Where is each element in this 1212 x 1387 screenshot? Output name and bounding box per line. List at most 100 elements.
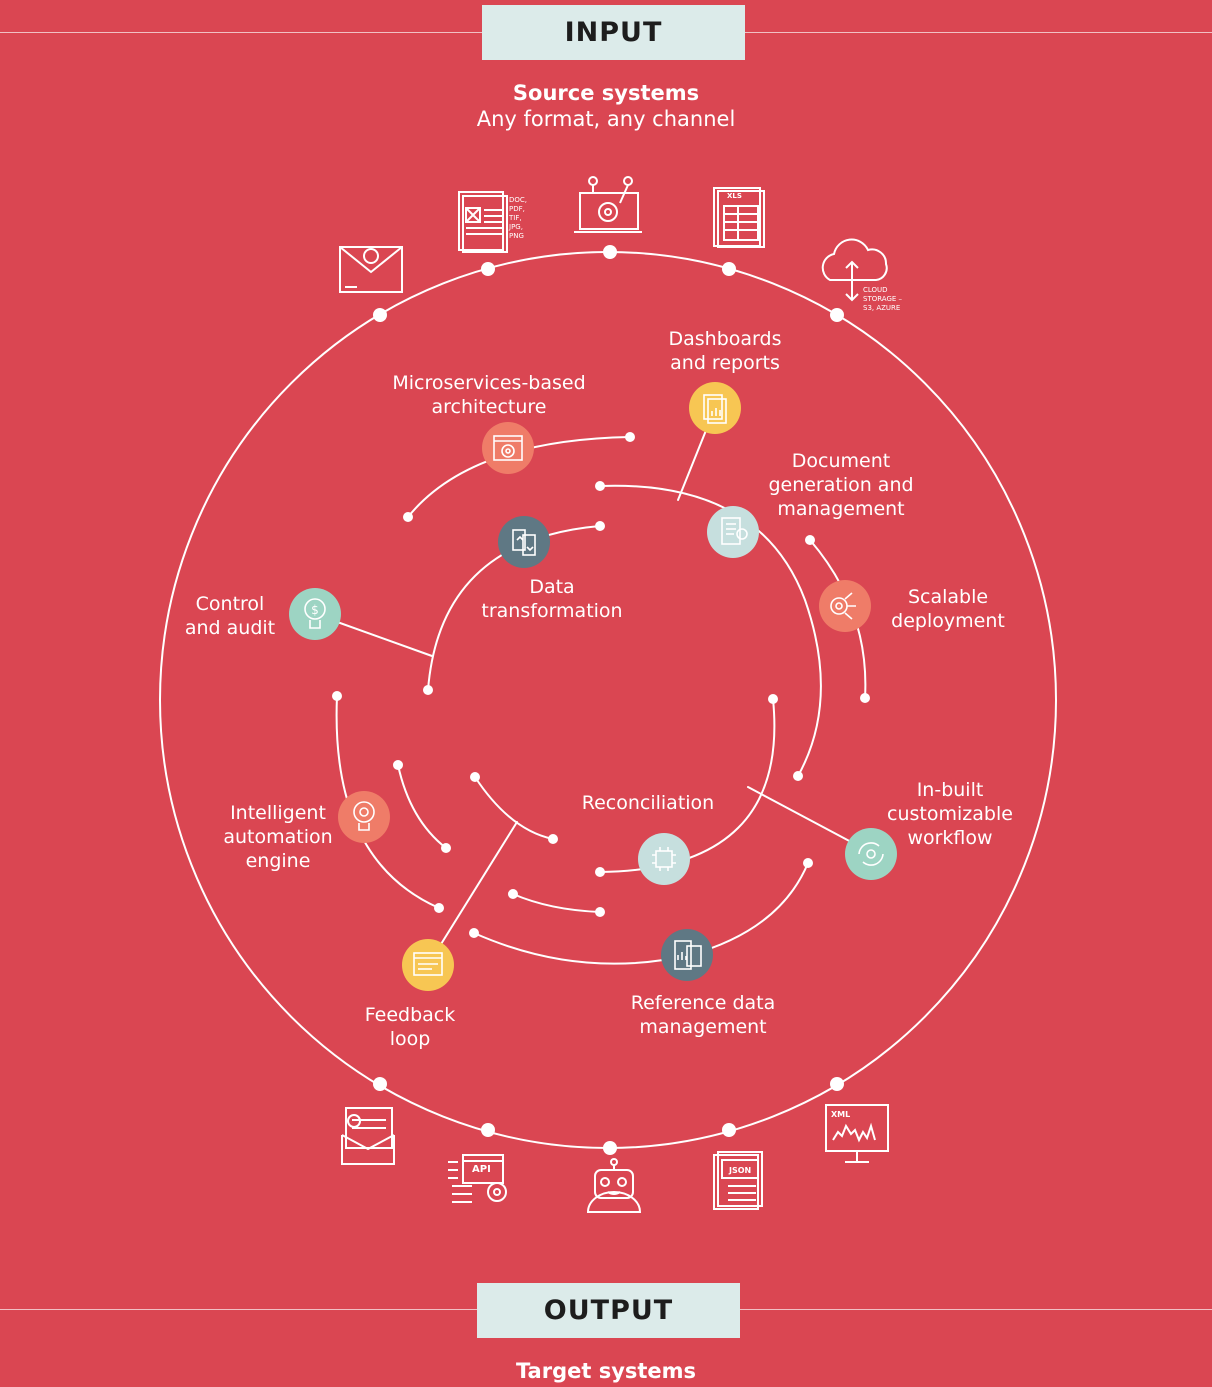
feature-node-data-transformation [498,516,550,568]
arc-reference [473,862,809,965]
feedback-screen-icon [413,952,443,976]
cloud-caption-line: S3, AZURE [863,304,900,312]
ring-dot [481,1123,495,1137]
ring-dot [373,308,387,322]
arc-data-transformation [427,525,601,691]
json-document-icon [713,1151,763,1210]
output-banner: OUTPUT [477,1283,740,1338]
label-data-transformation: Data transformation [481,576,623,622]
label-scalable-deployment: Scalable deployment [891,586,1005,632]
dollar-bulb-icon: $ [304,598,326,629]
feature-node-feedback-loop [402,939,454,991]
source-systems-title: Source systems [512,81,700,105]
svg-text:$: $ [311,603,319,617]
node-dot [470,772,480,782]
node-dot [332,691,342,701]
node-dot [508,889,518,899]
ring-dot [603,245,617,259]
arc-inner-bottom [512,893,601,913]
document-icon [458,191,508,253]
arc-small-left [397,764,447,849]
output-heading: Target systems [0,1358,1212,1384]
document-check-icon [721,517,748,545]
input-banner-label: INPUT [564,17,663,48]
source-icons [339,176,888,302]
documents-caption-line: TIF, [508,214,522,222]
node-dot [393,760,403,770]
node-dot [595,481,605,491]
label-feedback-loop: Feedback loop [364,1004,456,1050]
spreadsheet-icon [713,187,765,248]
ring-dot [722,262,736,276]
email-document-icon [341,1107,395,1165]
documents-caption-line: PDF, [509,205,525,213]
documents-caption-line: JPG, [508,223,523,231]
feature-node-dashboards [689,382,741,434]
ring-dot [603,1141,617,1155]
node-dot [595,907,605,917]
label-workflow: In-built customizable workflow [887,779,1013,849]
api-gear-icon [448,1154,507,1203]
ring-dot [830,308,844,322]
feature-node-control-audit: $ [289,588,341,640]
node-dot [403,512,413,522]
label-microservices: Microservices-based architecture [392,372,586,418]
output-banner-label: OUTPUT [543,1295,674,1326]
email-at-icon [339,246,403,293]
mobile-dollar-icon [674,940,702,970]
documents-caption: DOC, PDF, TIF, JPG, PNG [508,196,529,240]
input-heading: Source systems Any format, any channel [0,80,1212,132]
ring-dot [481,262,495,276]
circuit-chip-icon [652,847,676,871]
node-dot [793,771,803,781]
cloud-caption-line: STORAGE – [863,295,903,303]
ring-dot [830,1077,844,1091]
target-icons [341,1104,889,1213]
xml-monitor-icon [825,1104,889,1163]
data-transform-icon [512,529,536,556]
label-intelligent-automation: Intelligent automation engine [223,802,333,872]
feature-node-microservices [482,422,534,474]
label-control-audit: Control and audit [184,593,276,639]
label-dashboards: Dashboards and reports [668,328,782,374]
target-systems-title: Target systems [515,1359,697,1383]
browser-gear-icon [493,435,523,461]
feature-node-reconciliation [638,833,690,885]
node-dot [434,903,444,913]
icon-captions: DOC, PDF, TIF, JPG, PNG XLS CLOUD STORAG… [472,192,904,1175]
node-dot [768,694,778,704]
target-network-icon [830,592,856,620]
node-dot [625,432,635,442]
spreadsheet-caption: XLS [727,192,742,200]
cloud-upload-icon [821,238,888,302]
arc-reconciliation-right [599,698,776,873]
feature-node-workflow [845,828,897,880]
dashboard-report-icon [703,394,727,424]
label-document-generation: Document generation and management [768,450,914,520]
ring-dot [722,1123,736,1137]
connector-dots [332,245,870,1155]
cloud-caption: CLOUD STORAGE – S3, AZURE [863,286,904,312]
outer-ring [159,251,1057,1149]
feature-node-reference-data [661,929,713,981]
workflow-cycle-icon [858,842,884,866]
ring-dot [373,1077,387,1091]
line-feedback [427,821,518,966]
label-reference-data: Reference data management [630,992,776,1038]
arc-reconciliation [474,776,554,840]
node-dot [469,928,479,938]
input-banner: INPUT [482,5,745,60]
node-dot [441,843,451,853]
cloud-caption-line: CLOUD [863,286,888,294]
source-systems-subtitle: Any format, any channel [476,107,736,131]
robot-icon [586,1158,642,1213]
feature-node-scalable-deployment [819,580,871,632]
gear-bulb-icon [353,801,375,831]
node-dot [548,834,558,844]
xml-caption: XML [831,1110,850,1119]
node-dot [805,535,815,545]
node-dot [860,693,870,703]
api-caption: API [472,1164,491,1175]
laptop-icon [574,176,642,233]
